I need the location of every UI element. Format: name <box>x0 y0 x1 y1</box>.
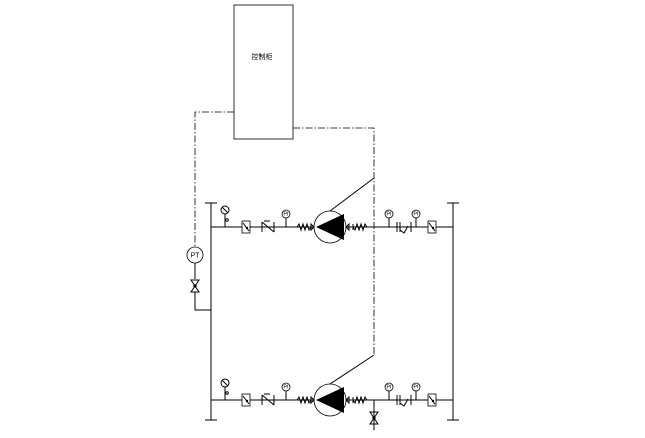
strainer-icon <box>427 393 437 407</box>
isolation-valve-icon <box>190 279 200 293</box>
signal-lines <box>194 111 375 385</box>
pump-line-1: PI PI PI <box>211 205 453 244</box>
strainer-icon <box>427 220 437 234</box>
pump-icon <box>310 210 350 244</box>
strainer-icon <box>241 393 251 407</box>
pressure-transmitter-label: PT <box>191 252 201 259</box>
control-cabinet-label: 控制柜 <box>252 52 273 61</box>
strainer-icon <box>241 220 251 234</box>
pressure-gauge-icon <box>220 205 230 228</box>
pressure-gauge-icon <box>220 378 230 401</box>
suction-header <box>205 202 217 421</box>
discharge-header <box>447 202 459 421</box>
pi-label: PI <box>413 211 419 217</box>
pump-line-2: PI PI PI <box>211 378 453 430</box>
pi-label: PI <box>283 211 289 217</box>
pump-icon <box>310 383 350 417</box>
control-cabinet: 控制柜 <box>233 4 294 140</box>
pi-label: PI <box>386 384 392 390</box>
pi-label: PI <box>386 211 392 217</box>
pi-label: PI <box>283 384 289 390</box>
pi-label: PI <box>413 384 419 390</box>
pressure-transmitter-branch: PT <box>186 246 211 311</box>
